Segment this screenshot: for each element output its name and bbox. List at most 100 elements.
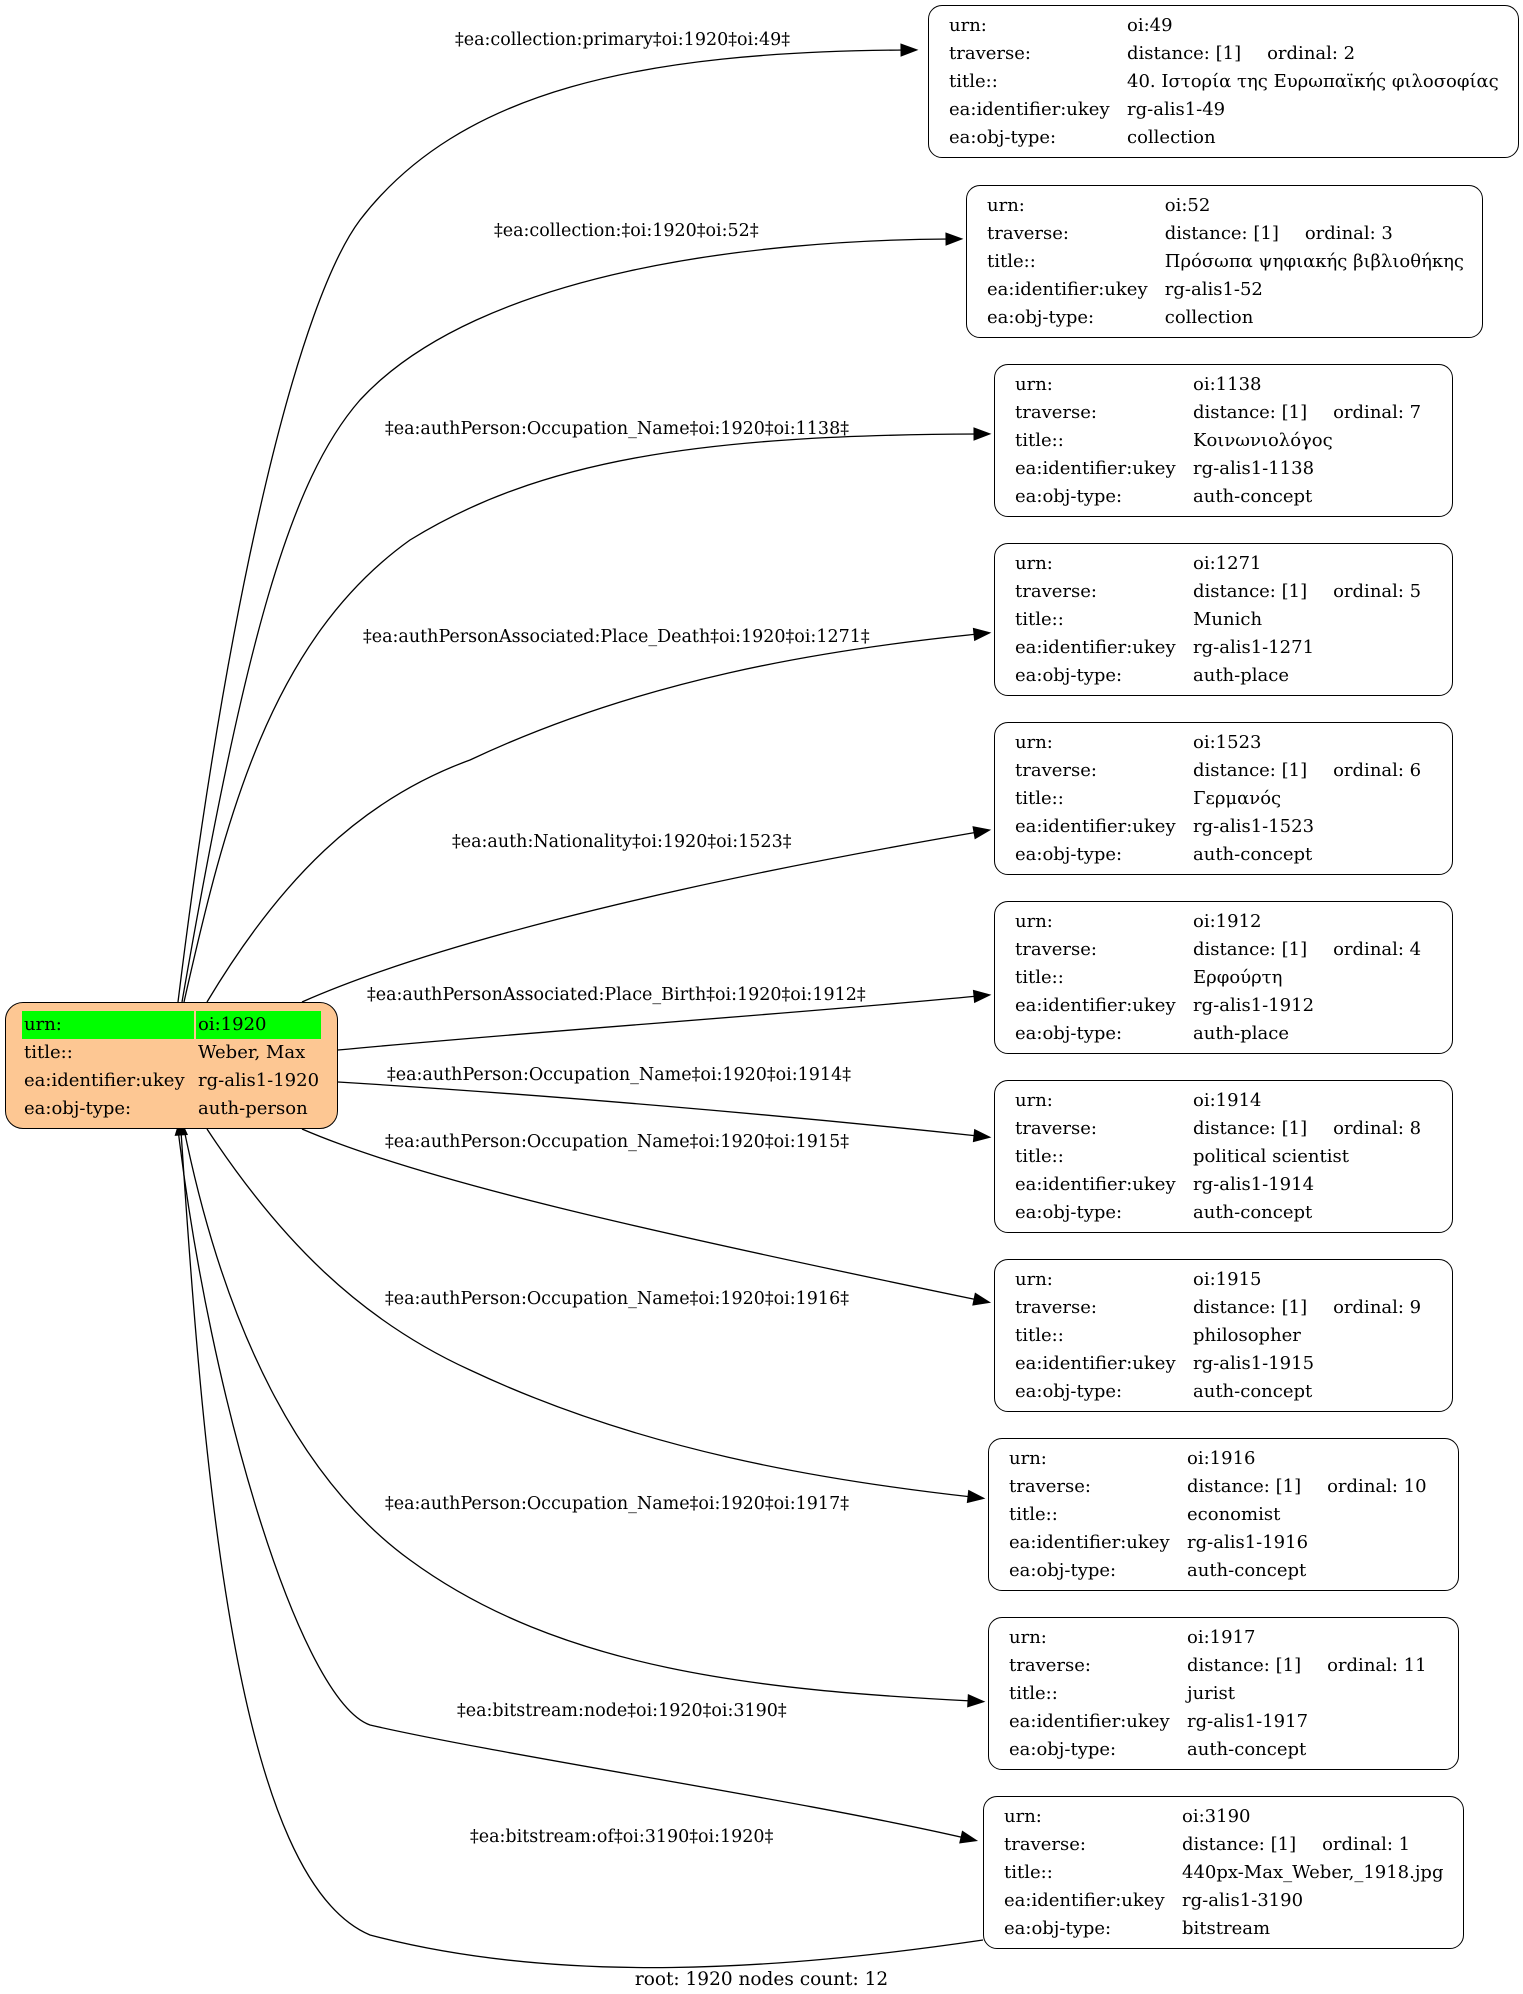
row-key: ea:identifier:ukey xyxy=(1015,816,1176,837)
row-value: distance: [1]ordinal: 6 xyxy=(1191,757,1423,785)
node-ukey: rg-alis1-1916 xyxy=(1187,1532,1309,1553)
row-key: title:: xyxy=(1015,430,1064,451)
edge-label: ‡ea:authPersonAssociated:Place_Birth‡oi:… xyxy=(367,985,866,1005)
node-urn: oi:1912 xyxy=(1193,911,1262,932)
row-value: economist xyxy=(1185,1501,1429,1529)
traverse-row: traverse:distance: [1]ordinal: 5 xyxy=(1013,578,1423,606)
row-value: distance: [1]ordinal: 4 xyxy=(1191,936,1423,964)
title-row: title::Πρόσωπα ψηφιακής βιβλιοθήκης xyxy=(985,248,1466,276)
row-key: ea:obj-type: xyxy=(1015,1023,1123,1044)
node-ukey: rg-alis1-1138 xyxy=(1193,458,1315,479)
row-value: rg-alis1-1920 xyxy=(198,1070,320,1091)
edge-label: ‡ea:authPerson:Occupation_Name‡oi:1920‡o… xyxy=(385,1289,849,1309)
row-value: auth-place xyxy=(1191,662,1423,690)
edge-line xyxy=(177,49,906,1003)
node-ukey: rg-alis1-1915 xyxy=(1193,1353,1315,1374)
title-row: title::Ερφούρτη xyxy=(1013,964,1423,992)
row-key: ea:obj-type: xyxy=(987,307,1095,328)
edge-arrowhead xyxy=(900,43,919,57)
node-urn: oi:1914 xyxy=(1193,1090,1262,1111)
row-value: oi:1916 xyxy=(1185,1445,1429,1473)
node-ordinal: ordinal: 10 xyxy=(1327,1476,1427,1497)
row-value: auth-concept xyxy=(1191,841,1423,869)
urn-row: urn:oi:1917 xyxy=(1007,1624,1429,1652)
node-ordinal: ordinal: 11 xyxy=(1327,1655,1427,1676)
row-value: Weber, Max xyxy=(198,1042,306,1063)
row-value: Γερμανός xyxy=(1191,785,1423,813)
row-key: ea:identifier:ukey xyxy=(1015,458,1176,479)
row-key: title:: xyxy=(1004,1862,1053,1883)
row-value: auth-concept xyxy=(1191,1199,1423,1227)
row-value: oi:1912 xyxy=(1191,908,1423,936)
row-value: rg-alis1-52 xyxy=(1163,276,1466,304)
row-key: urn: xyxy=(1009,1627,1047,1648)
edge-line xyxy=(181,238,951,1003)
edge-label: ‡ea:authPerson:Occupation_Name‡oi:1920‡o… xyxy=(387,1065,851,1085)
traverse-row: traverse:distance: [1]ordinal: 7 xyxy=(1013,399,1423,427)
row-key: ea:identifier:ukey xyxy=(1015,1174,1176,1195)
row-value: oi:1271 xyxy=(1191,550,1423,578)
row-value: oi:52 xyxy=(1163,192,1466,220)
row-key: urn: xyxy=(1009,1448,1047,1469)
row-key: traverse: xyxy=(1015,760,1097,781)
row-key: ea:obj-type: xyxy=(24,1098,132,1119)
edge-line-back xyxy=(180,1130,984,1969)
type-row: ea:obj-type:bitstream xyxy=(1002,1915,1445,1943)
row-key: ea:obj-type: xyxy=(1015,1202,1123,1223)
edge-label: ‡ea:bitstream:of‡oi:3190‡oi:1920‡ xyxy=(470,1827,774,1847)
title-row: title::40. Ιστορία της Ευρωπαϊκής φιλοσο… xyxy=(947,68,1501,96)
edge-arrowhead xyxy=(972,1292,992,1306)
row-value: 40. Ιστορία της Ευρωπαϊκής φιλοσοφίας xyxy=(1125,68,1501,96)
urn-row: urn:oi:49 xyxy=(947,12,1501,40)
row-key: ea:obj-type: xyxy=(1009,1560,1117,1581)
root-urn-row: urn: oi:1920 xyxy=(22,1011,322,1039)
urn-row: urn:oi:1915 xyxy=(1013,1266,1423,1294)
node-urn: oi:52 xyxy=(1164,195,1211,216)
edge-arrowhead xyxy=(966,1489,986,1504)
urn-row: urn:oi:52 xyxy=(985,192,1466,220)
row-key: traverse: xyxy=(1015,939,1097,960)
edge-arrowhead xyxy=(973,427,992,441)
row-value: oi:1914 xyxy=(1191,1087,1423,1115)
node-card[interactable]: urn: oi:1916 traverse: distance: [1] ordinal… xyxy=(988,1438,1459,1591)
row-key: traverse: xyxy=(987,223,1069,244)
row-key: ea:obj-type: xyxy=(1015,486,1123,507)
row-value: rg-alis1-1916 xyxy=(1185,1529,1429,1557)
row-key: title:: xyxy=(1015,1146,1064,1167)
node-type: collection xyxy=(1164,307,1254,328)
edge-label: ‡ea:auth:Nationality‡oi:1920‡oi:1523‡ xyxy=(452,832,792,852)
root-node[interactable]: urn: oi:1920 title:: Weber, Max ea:ident… xyxy=(5,1002,338,1129)
row-key: ea:obj-type: xyxy=(949,127,1057,148)
row-key: traverse: xyxy=(949,43,1031,64)
type-row: ea:obj-type:auth-place xyxy=(1013,1020,1423,1048)
title-row: title::economist xyxy=(1007,1501,1429,1529)
urn-row: urn:oi:3190 xyxy=(1002,1803,1445,1831)
row-value: collection xyxy=(1163,304,1466,332)
row-key: ea:identifier:ukey xyxy=(949,99,1110,120)
row-key: traverse: xyxy=(1009,1476,1091,1497)
row-value: auth-concept xyxy=(1185,1736,1429,1764)
edge-line xyxy=(206,633,979,1003)
row-value: rg-alis1-3190 xyxy=(1180,1887,1445,1915)
row-key: title:: xyxy=(1015,967,1064,988)
node-title: political scientist xyxy=(1193,1146,1349,1167)
node-ukey: rg-alis1-49 xyxy=(1127,99,1226,120)
row-key: ea:identifier:ukey xyxy=(1015,995,1176,1016)
node-distance: distance: [1] xyxy=(1187,1476,1302,1497)
node-urn: oi:1138 xyxy=(1193,374,1262,395)
title-row: title::political scientist xyxy=(1013,1143,1423,1171)
ukey-row: ea:identifier:ukey rg-alis1-49 xyxy=(947,96,1501,124)
traverse-row: traverse:distance: [1]ordinal: 9 xyxy=(1013,1294,1423,1322)
row-value: distance: [1]ordinal: 11 xyxy=(1185,1652,1429,1680)
